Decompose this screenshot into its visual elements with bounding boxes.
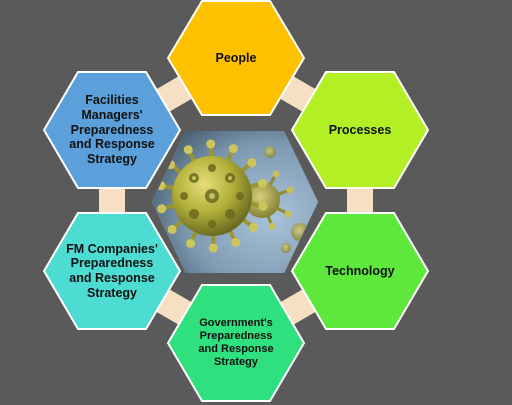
hexagon-fm-companies	[42, 212, 182, 330]
virus-image	[152, 131, 318, 273]
hexagon-technology	[290, 212, 430, 330]
virus-particle-small-icon	[244, 170, 294, 230]
hexagon-facilities-managers	[42, 71, 182, 189]
virus-particle-icon	[156, 139, 268, 253]
hexagon-people	[166, 0, 306, 116]
hexagon-processes	[290, 71, 430, 189]
hexagon-government	[166, 284, 306, 402]
